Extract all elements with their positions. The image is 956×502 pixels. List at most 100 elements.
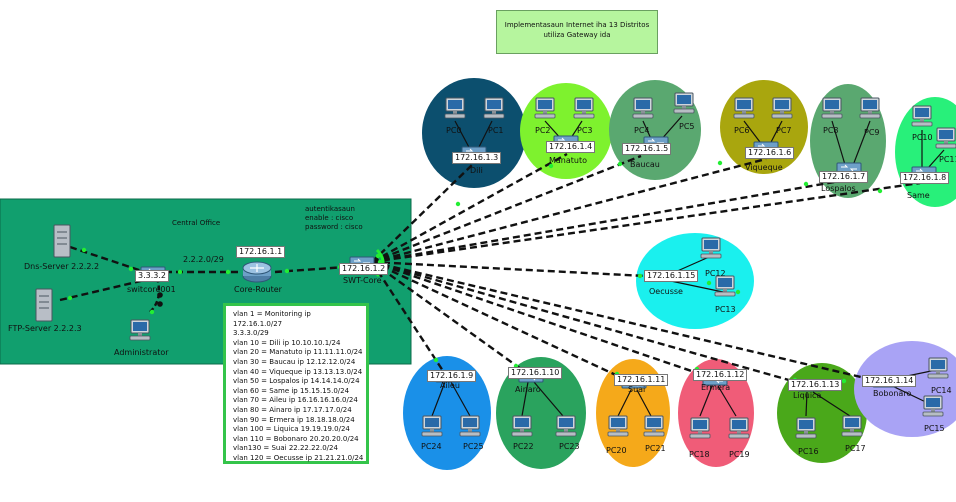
pc-icon[interactable] bbox=[573, 97, 595, 119]
district-name-label: Ainaro bbox=[515, 385, 541, 394]
pc-icon[interactable] bbox=[607, 415, 629, 437]
district-name-label: Manatuto bbox=[549, 156, 588, 165]
vlan-line: vlan 60 = Same ip 15.15.15.0/24 bbox=[233, 386, 350, 395]
district-switch-ip: 172.16.1.12 bbox=[693, 369, 748, 381]
pc-icon[interactable] bbox=[714, 275, 736, 297]
district-name-label: Viqueque bbox=[745, 163, 783, 172]
pc-label: PC6 bbox=[734, 126, 750, 135]
ftp-server-icon[interactable] bbox=[35, 288, 53, 322]
vlan-line: vlan 120 = Oecusse ip 21.21.21.0/24 bbox=[233, 453, 364, 462]
dns-server-icon[interactable] bbox=[53, 224, 71, 258]
pc-icon[interactable] bbox=[771, 97, 793, 119]
district-switch-ip: 172.16.1.6 bbox=[745, 147, 795, 159]
pc-icon[interactable] bbox=[689, 417, 711, 439]
pc-icon[interactable] bbox=[700, 237, 722, 259]
central-switch-label: switcore001 bbox=[127, 285, 176, 294]
vlan-line: vlan 20 = Manatuto ip 11.11.11.0/24 bbox=[233, 348, 363, 357]
vlan-line: vlan 100 = Liquica 19.19.19.0/24 bbox=[233, 425, 350, 434]
admin-pc-icon[interactable] bbox=[129, 319, 151, 341]
district-name-label: Liquica bbox=[793, 391, 822, 400]
pc-icon[interactable] bbox=[859, 97, 881, 119]
core-switch-label: SWT-Core bbox=[343, 276, 382, 285]
trunk-link-same bbox=[371, 181, 921, 264]
pc-icon[interactable] bbox=[911, 105, 933, 127]
core-router-icon[interactable] bbox=[242, 261, 272, 283]
pc-label: PC14 bbox=[931, 386, 952, 395]
trunk-link-lospalos bbox=[371, 179, 841, 264]
link-ftp-switch bbox=[59, 278, 146, 302]
trunk-link-manatuto bbox=[371, 152, 568, 264]
trunk-link-liquica bbox=[371, 260, 804, 386]
pc-icon[interactable] bbox=[511, 415, 533, 437]
pc-icon[interactable] bbox=[421, 415, 443, 437]
central-office-label: Central Office bbox=[172, 219, 221, 227]
vlan-line: 172.16.1.0/27 bbox=[233, 319, 283, 328]
district-area-ermera bbox=[678, 359, 754, 467]
pc-icon[interactable] bbox=[534, 97, 556, 119]
pc-icon[interactable] bbox=[483, 97, 505, 119]
district-switch-ip: 172.16.1.9 bbox=[427, 370, 477, 382]
pc-label: PC19 bbox=[729, 450, 750, 459]
district-name-label: Lospalos bbox=[821, 184, 856, 193]
pc-icon[interactable] bbox=[444, 97, 466, 119]
vlan-line: vlan 40 = Viqueque ip 13.13.13.0/24 bbox=[233, 367, 363, 376]
trunk-link-ermera bbox=[371, 260, 713, 380]
pc-icon[interactable] bbox=[935, 127, 956, 149]
pc-icon[interactable] bbox=[795, 417, 817, 439]
trunk-link-suai bbox=[371, 260, 632, 384]
pc-label: PC23 bbox=[559, 442, 580, 451]
pc-icon[interactable] bbox=[927, 357, 949, 379]
pc-label: PC8 bbox=[823, 126, 839, 135]
pc-label: PC12 bbox=[705, 269, 726, 278]
pc-label: PC9 bbox=[864, 128, 880, 137]
pc-label: PC2 bbox=[535, 126, 551, 135]
vlan-line: vlan 90 = Ermera ip 18.18.18.0/24 bbox=[233, 415, 355, 424]
pc-icon[interactable] bbox=[555, 415, 577, 437]
auth-note-line: enable : cisco bbox=[305, 214, 354, 222]
pc-icon[interactable] bbox=[673, 92, 695, 114]
pc-icon[interactable] bbox=[643, 415, 665, 437]
pc-icon[interactable] bbox=[632, 97, 654, 119]
pc-label: PC3 bbox=[577, 126, 593, 135]
ftp-server-label: FTP-Server 2.2.2.3 bbox=[8, 324, 82, 333]
district-switch-ip: 172.16.1.14 bbox=[862, 375, 917, 387]
district-name-label: Oecusse bbox=[649, 287, 683, 296]
pc-label: PC20 bbox=[606, 446, 627, 455]
vlan-line: 3.3.3.0/29 bbox=[233, 329, 269, 338]
district-area-suai bbox=[596, 359, 670, 467]
central-switch-ip: 3.3.3.2 bbox=[135, 270, 169, 282]
router-link-label: 2.2.2.0/29 bbox=[183, 255, 224, 264]
pc-label: PC24 bbox=[421, 442, 442, 451]
district-switch-ip: 172.16.1.11 bbox=[614, 374, 669, 386]
pc-label: PC18 bbox=[689, 450, 710, 459]
pc-label: PC1 bbox=[488, 126, 504, 135]
pc-icon[interactable] bbox=[728, 417, 750, 439]
district-switch-ip: 172.16.1.10 bbox=[508, 367, 563, 379]
vlan-line: vlan 110 = Bobonaro 20.20.20.0/24 bbox=[233, 434, 359, 443]
pc-icon[interactable] bbox=[922, 395, 944, 417]
pc-icon[interactable] bbox=[459, 415, 481, 437]
auth-note-line: autentikasaun bbox=[305, 205, 355, 213]
trunk-link-viqueque bbox=[371, 157, 767, 264]
district-switch-ip: 172.16.1.8 bbox=[900, 172, 950, 184]
pc-icon[interactable] bbox=[733, 97, 755, 119]
pc-label: PC15 bbox=[924, 424, 945, 433]
pc-icon[interactable] bbox=[841, 415, 863, 437]
district-switch-ip: 172.16.1.4 bbox=[546, 141, 596, 153]
pc-label: PC17 bbox=[845, 444, 866, 453]
vlan-list-box: vlan 1 = Monitoring ip 172.16.1.0/27 3.3… bbox=[223, 303, 369, 464]
district-switch-ip: 172.16.1.3 bbox=[452, 152, 502, 164]
vlan-line: vlan 10 = Dili ip 10.10.10.1/24 bbox=[233, 338, 341, 347]
district-switch-ip: 172.16.1.7 bbox=[819, 171, 869, 183]
district-area-lospalos bbox=[810, 84, 886, 198]
district-name-label: Bobonaro bbox=[873, 389, 912, 398]
district-name-label: Dili bbox=[470, 166, 483, 175]
district-name-label: Baucau bbox=[630, 160, 660, 169]
auth-note-line: password : cisco bbox=[305, 223, 363, 231]
pc-label: PC22 bbox=[513, 442, 534, 451]
trunk-link-dili bbox=[371, 164, 473, 263]
diagram-title-box: Implementasaun Internet iha 13 Distritos… bbox=[496, 10, 658, 54]
vlan-line: vlan 50 = Lospalos ip 14.14.14.0/24 bbox=[233, 377, 360, 386]
pc-icon[interactable] bbox=[821, 97, 843, 119]
